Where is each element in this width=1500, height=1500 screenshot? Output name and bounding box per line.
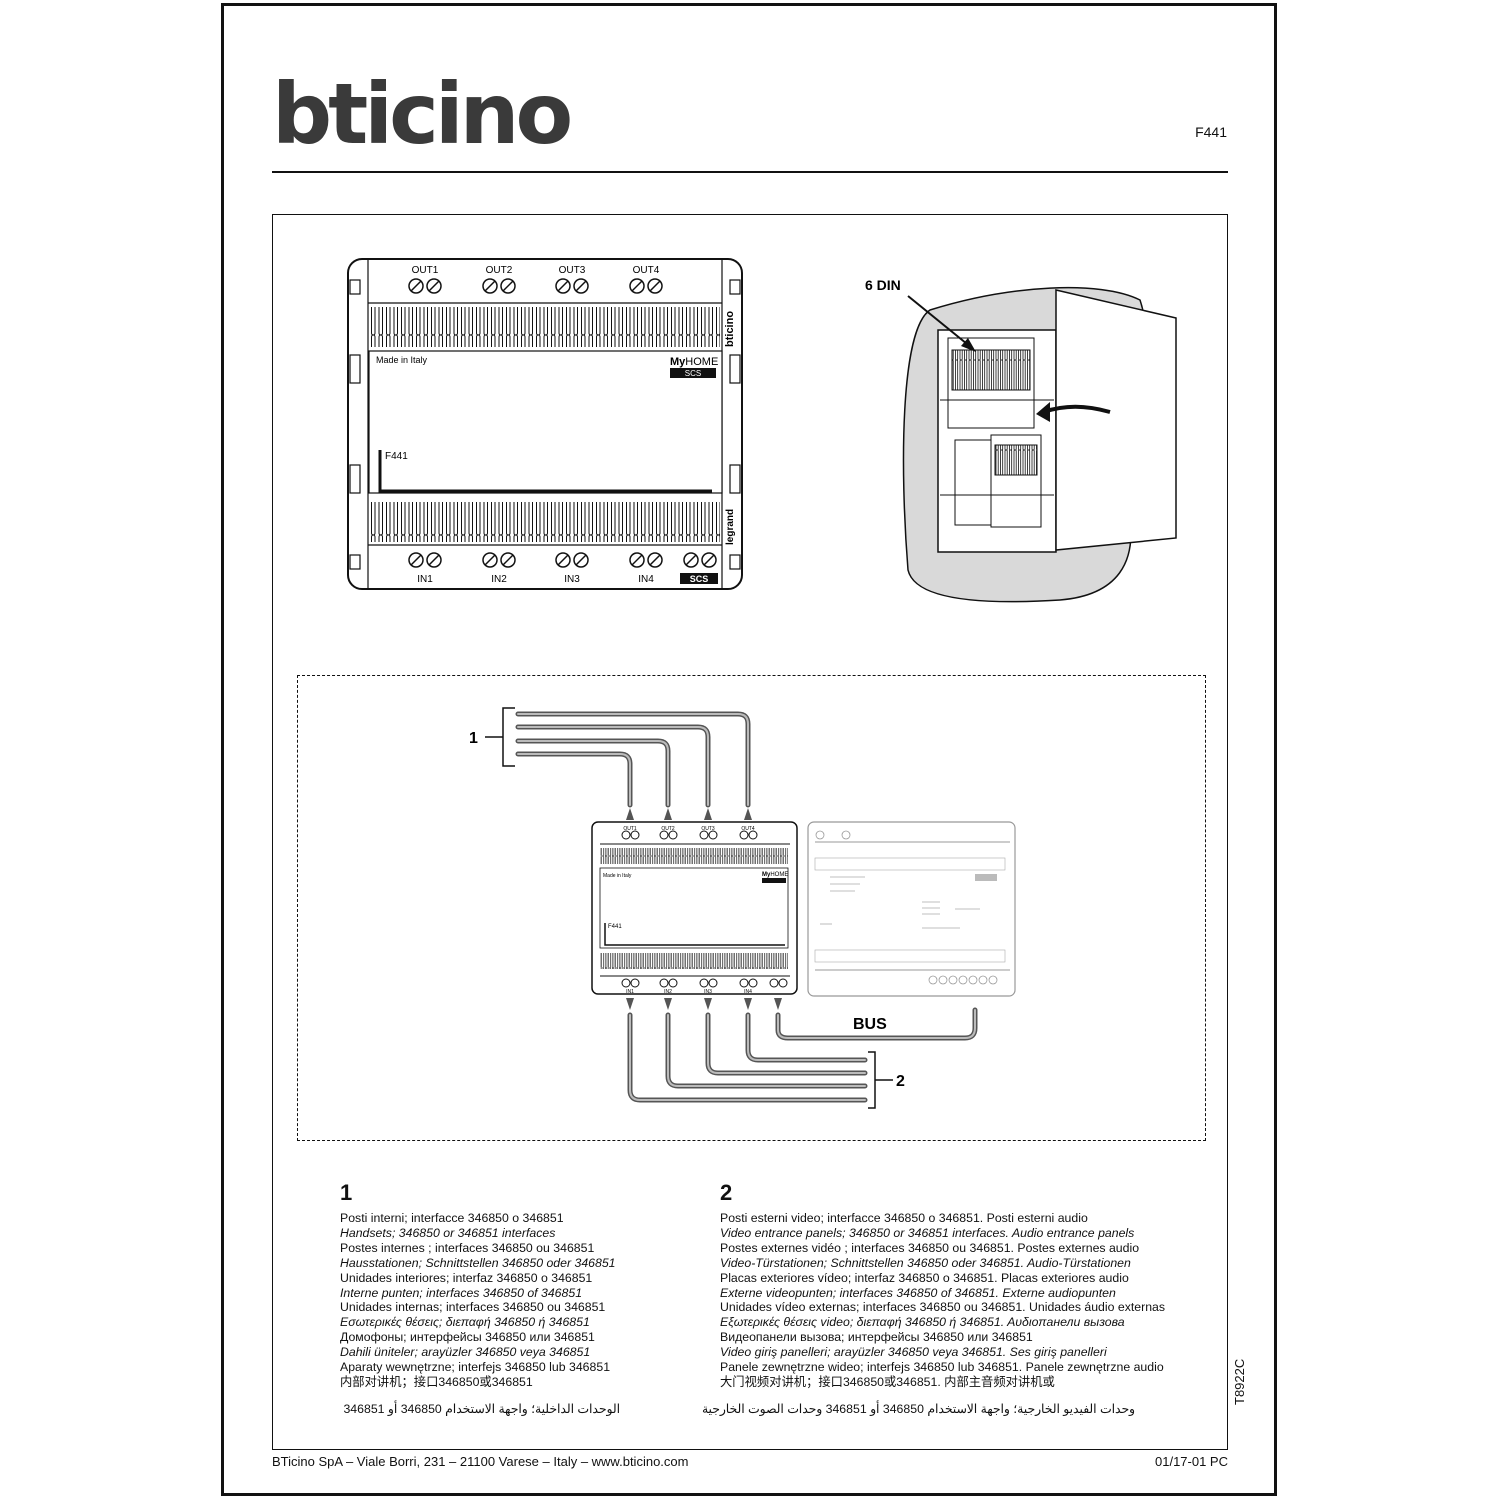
device-front-view: OUT1 OUT2 OUT3 OUT4 IN1 IN2 IN3 IN4 SCS … — [347, 258, 743, 590]
w-out3-label: OUT3 — [701, 826, 715, 832]
out3-label: OUT3 — [559, 265, 586, 276]
out4-label: OUT4 — [633, 265, 660, 276]
legend-2-line: Εξωτερικές θέσεις video; διεπαφή 346850 … — [720, 1315, 1125, 1330]
din-enclosure-illustration: 6 DIN — [865, 277, 1177, 603]
w-out1-label: OUT1 — [623, 826, 637, 832]
side-brand-legrand: legrand — [725, 509, 736, 545]
content-box — [272, 214, 1228, 1450]
legend-1-line: Unidades interiores; interfaz 346850 o 3… — [340, 1270, 593, 1285]
in2-label: IN2 — [491, 574, 507, 585]
in1-label: IN1 — [417, 574, 433, 585]
legend-2-line: Video giriş panelleri; arayüzler 346850 … — [720, 1345, 1107, 1360]
w-in2-label: IN2 — [664, 989, 672, 995]
legend-2-line: Video entrance panels; 346850 or 346851 … — [720, 1225, 1135, 1240]
side-brand-bticino: bticino — [724, 311, 736, 347]
made-in-label: Made in Italy — [376, 355, 428, 365]
legend-2-line: Externe videopunten; interfaces 346850 o… — [720, 1285, 1116, 1300]
legend-2-number: 2 — [720, 1180, 733, 1205]
bus-label: BUS — [853, 1016, 887, 1033]
footer-date: 01/17-01 PC — [1155, 1454, 1228, 1469]
w-made-in-label: Made in Italy — [603, 873, 632, 879]
out2-label: OUT2 — [486, 265, 513, 276]
w-myhome-logo: MyHOME — [762, 872, 788, 878]
w-in1-label: IN1 — [626, 989, 634, 995]
legend-1-line: Hausstationen; Schnittstellen 346850 ode… — [340, 1255, 616, 1270]
scs-logo: SCS — [685, 369, 701, 378]
document-code: T8922C — [1232, 1358, 1247, 1405]
scs-badge: SCS — [690, 574, 709, 584]
legend-1-line: Aparaty wewnętrzne; interfejs 346850 lub… — [340, 1360, 611, 1375]
din-label: 6 DIN — [865, 277, 901, 293]
legend-1-line: Handsets; 346850 or 346851 interfaces — [340, 1225, 556, 1240]
legend-1-line: Posti interni; interfacce 346850 o 34685… — [340, 1211, 564, 1225]
legend-1-line: Dahili üniteler; arayüzler 346850 veya 3… — [340, 1345, 591, 1360]
w-model-label: F441 — [608, 924, 622, 930]
wiring-label-2: 2 — [896, 1073, 905, 1090]
legend-2-line: Video-Türstationen; Schnittstellen 34685… — [720, 1255, 1131, 1270]
wiring-diagram-frame — [297, 675, 1206, 1141]
bticino-logo: bticino — [272, 65, 573, 163]
legend-1-line: Postes internes ; interfaces 346850 ou 3… — [340, 1240, 595, 1255]
out1-label: OUT1 — [412, 265, 439, 276]
legend-2: 2 Posti esterni video; interfacce 346850… — [720, 1180, 1165, 1390]
legend-1-number: 1 — [340, 1180, 353, 1205]
w-out2-label: OUT2 — [661, 826, 675, 832]
page-frame — [221, 3, 1277, 1496]
legend-2-line: Postes externes vidéo ; interfaces 34685… — [720, 1240, 1140, 1255]
myhome-logo: MyHOME — [670, 356, 718, 368]
legend-2-line: Placas exteriores vídeo; interfaz 346850… — [720, 1270, 1129, 1285]
legend-1-line: Interne punten; interfaces 346850 of 346… — [340, 1285, 583, 1300]
model-label: F441 — [385, 451, 408, 462]
legend-2-arabic: وحدات الفيديو الخارجية؛ واجهة الاستخدام … — [701, 1402, 1135, 1416]
legend-2-line: Panele zewnętrzne wideo; interfejs 34685… — [720, 1360, 1164, 1375]
in4-label: IN4 — [638, 574, 654, 585]
wiring-diagram: 1 2 BUS OUT1 OUT2 OUT — [469, 707, 1016, 1109]
legend-1-line: Домофоны; интерфейсы 346850 или 346851 — [340, 1330, 595, 1345]
legend-2-line: Видеопанели вызова; интерфейсы 346850 ил… — [720, 1330, 1033, 1345]
legend-1-line: Unidades internas; interfaces 346850 ou … — [340, 1300, 606, 1315]
wiring-label-1: 1 — [469, 730, 478, 747]
power-supply-module — [807, 821, 1016, 997]
legend-2-line: Posti esterni video; interfacce 346850 o… — [720, 1211, 1088, 1225]
header-rule — [272, 171, 1228, 173]
legend-1: 1 Posti interni; interfacce 346850 o 346… — [340, 1180, 616, 1390]
in3-label: IN3 — [564, 574, 580, 585]
legend-1-line: 内部对讲机；接口346850或346851 — [340, 1374, 533, 1389]
legend-1-arabic: الوحدات الداخلية؛ واجهة الاستخدام 346850… — [343, 1402, 620, 1416]
legend-2-line: 大门视频对讲机；接口346850或346851. 内部主音频对讲机或 — [720, 1374, 1055, 1389]
document-id: F441 — [1195, 124, 1227, 140]
legend-1-line: Εσωτερικές θέσεις; διεπαφή 346850 ή 3468… — [340, 1315, 590, 1330]
footer-address: BTicino SpA – Viale Borri, 231 – 21100 V… — [272, 1454, 689, 1469]
w-out4-label: OUT4 — [741, 826, 755, 832]
legend-2-line: Unidades vídeo externas; interfaces 3468… — [720, 1300, 1166, 1315]
f441-module: OUT1 OUT2 OUT3 OUT4 IN1 IN2 IN3 IN4 Made… — [591, 808, 798, 1010]
w-in3-label: IN3 — [704, 989, 712, 995]
w-in4-label: IN4 — [744, 989, 752, 995]
